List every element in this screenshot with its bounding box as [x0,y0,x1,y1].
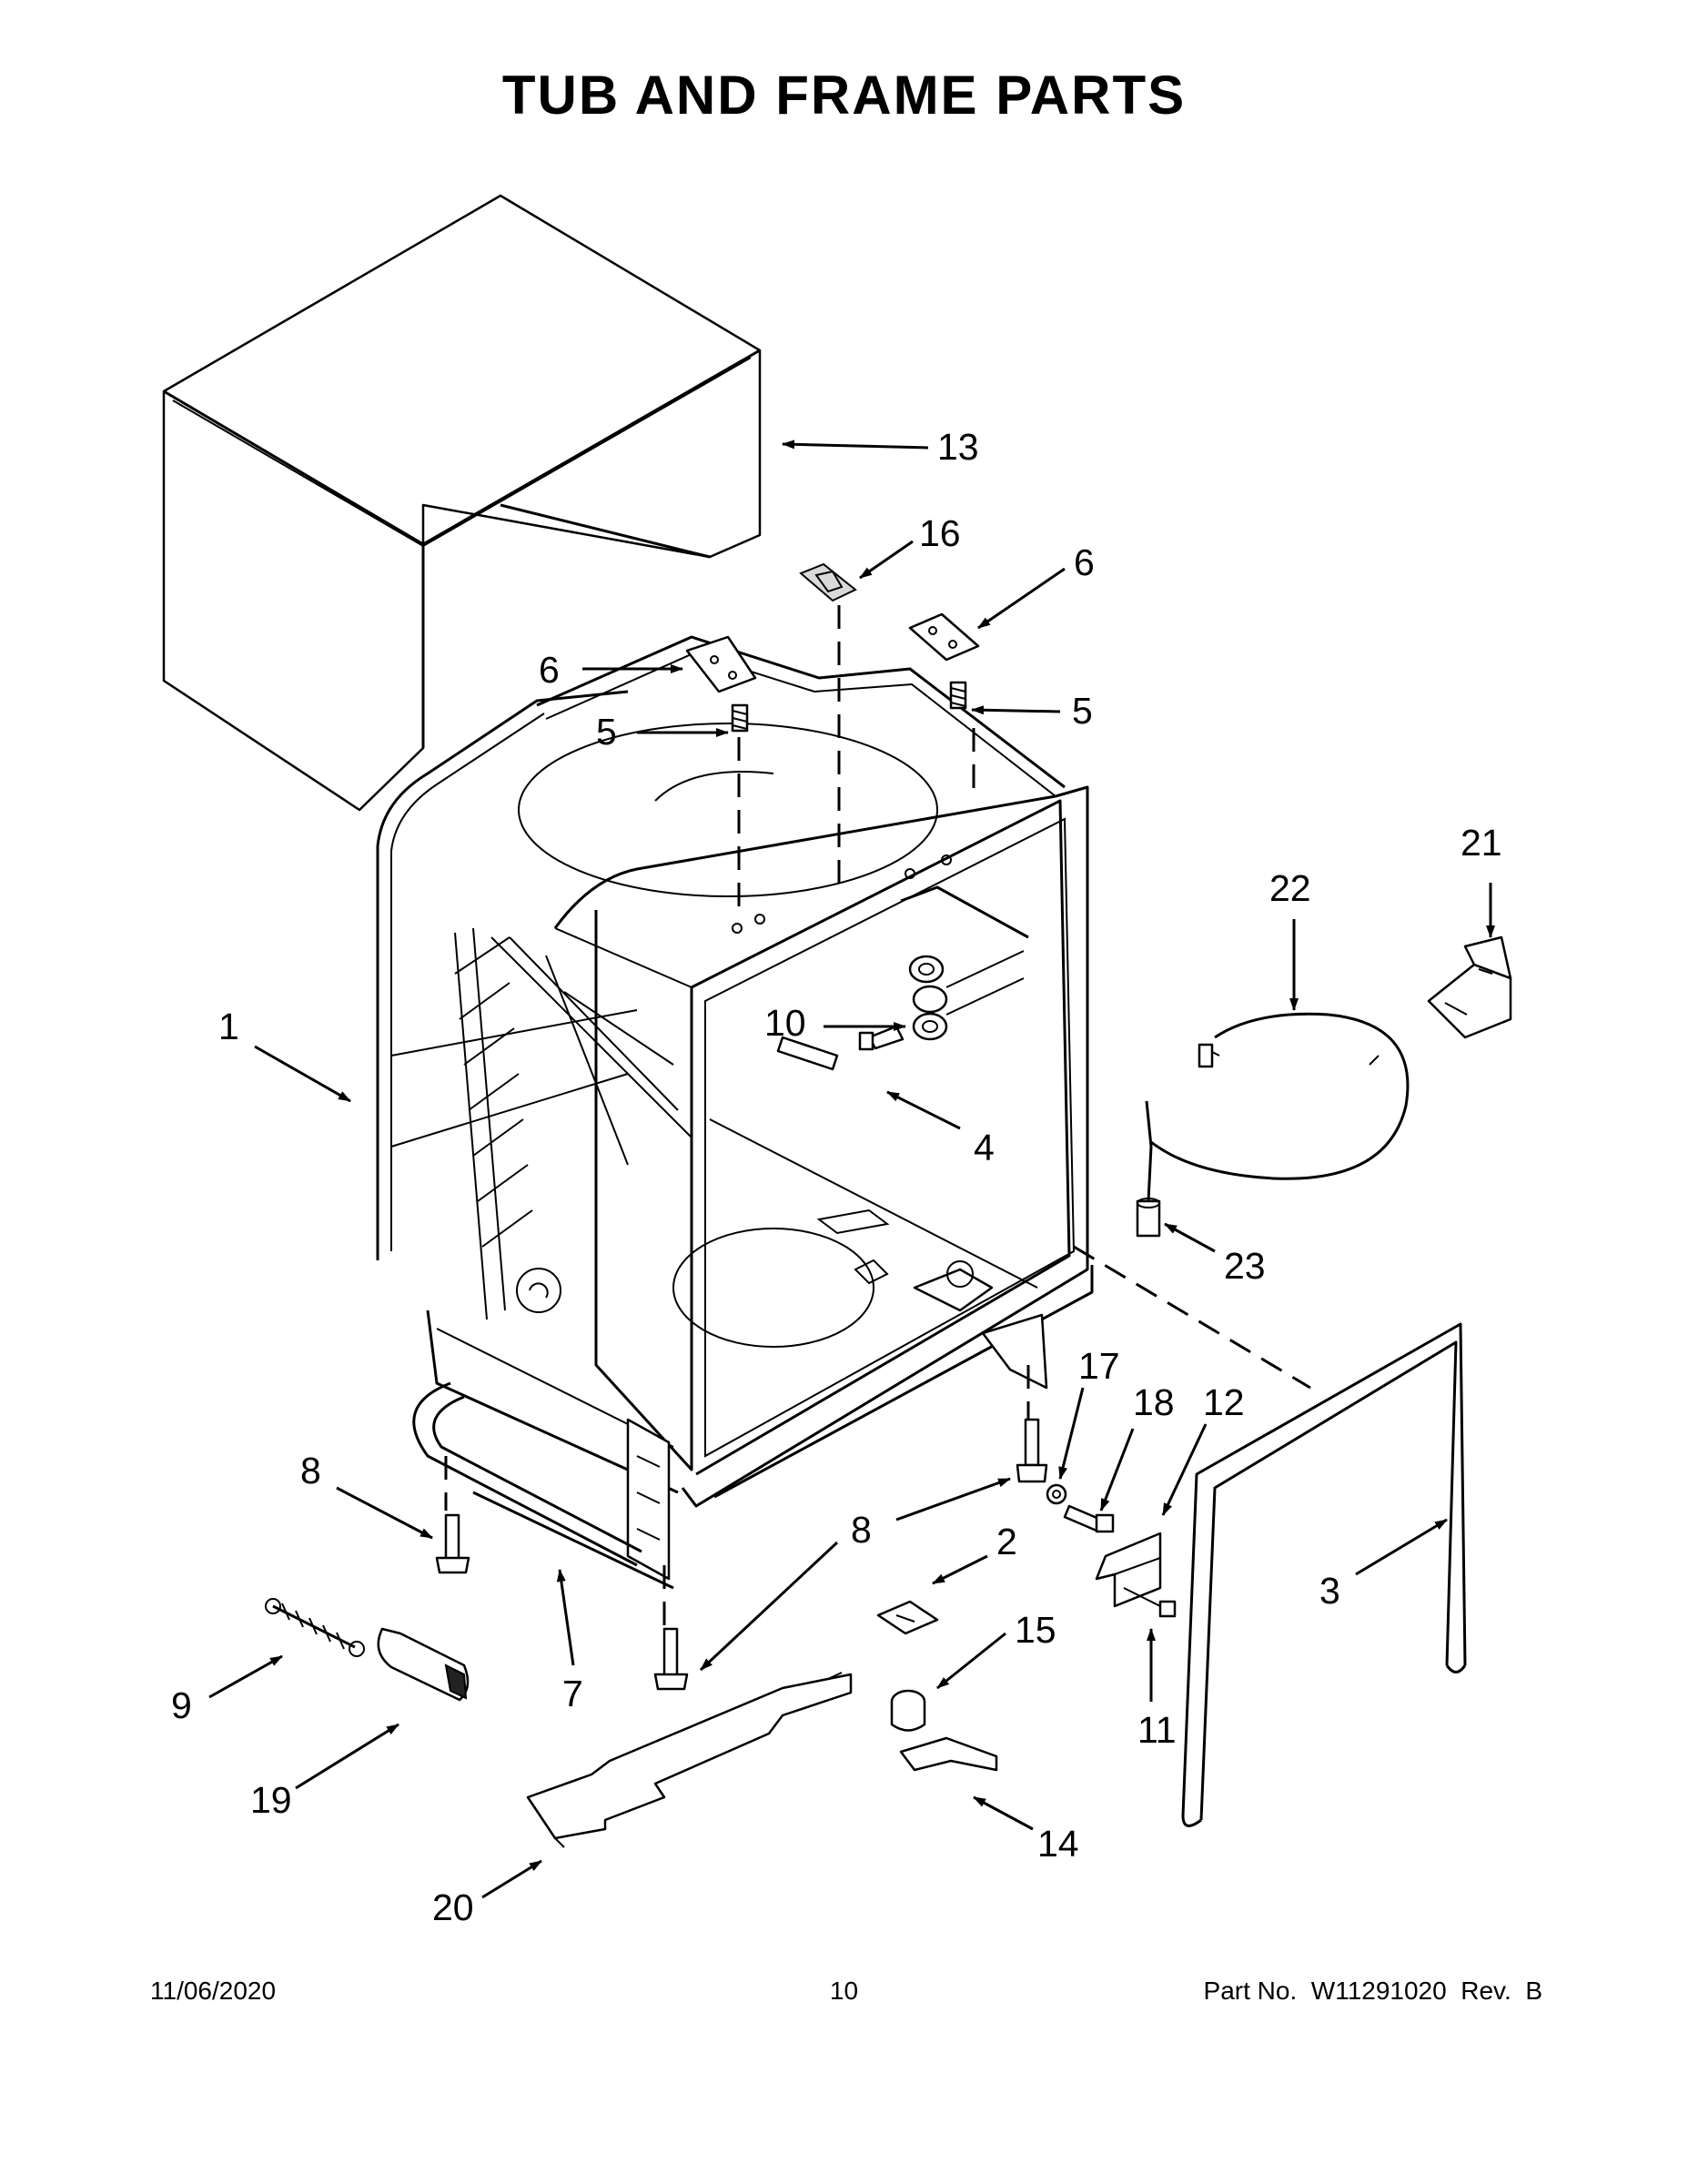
callout-5-left: 5 [596,711,617,753]
callout-21: 21 [1461,822,1502,864]
part-3-gasket [1181,1322,1467,1827]
footer-part-number: Part No. W11291020 Rev. B [1203,1977,1542,2005]
callout-1: 1 [218,1006,239,1047]
callout-19: 19 [250,1779,292,1821]
part-19-pad [377,1627,470,1702]
callout-labels: 13 16 6 6 5 5 21 22 1 10 4 23 17 18 12 8… [171,426,1502,1928]
part-7-rail [472,1491,674,1590]
part-6-left-bracket [685,635,757,693]
callout-2: 2 [996,1521,1017,1562]
part-10-springs [908,950,1025,1041]
callout-6-left: 6 [539,649,560,691]
part-22-harness [1145,1012,1410,1180]
callout-20: 20 [432,1886,474,1928]
callout-4: 4 [974,1127,995,1168]
part-15-sensor [890,1689,926,1732]
callout-6-right: 6 [1074,541,1095,583]
part-2-clip [876,1600,939,1635]
footer-page-number: 10 [829,1977,859,2005]
callout-7: 7 [562,1673,583,1714]
part-13-insulation-blanket [162,194,762,812]
part-14-bracket [899,1736,998,1772]
part-8-leveling-legs [435,1418,1048,1691]
callout-3: 3 [1319,1570,1340,1612]
part-20-base-plate [526,1672,853,1848]
callout-5-right: 5 [1072,690,1093,732]
part-23-fitting [1136,1146,1161,1238]
part-12-bracket [1095,1532,1162,1608]
part-16-clip [799,562,857,602]
part-4-screw [858,1025,905,1051]
part-5-screws [731,681,967,733]
callout-10: 10 [764,1002,806,1044]
callout-15: 15 [1015,1609,1056,1651]
leader-arrows [208,440,1495,1899]
part-6-right-bracket [908,612,980,662]
callout-17: 17 [1078,1345,1120,1387]
page-title: TUB AND FRAME PARTS [501,65,1187,126]
callout-8-center: 8 [851,1509,872,1551]
callout-18: 18 [1133,1381,1175,1423]
callout-16: 16 [919,512,961,554]
part-18-bolt [1063,1504,1115,1533]
part-11-screw [1123,1587,1177,1618]
explosion-lines [444,605,1311,1629]
callout-11: 11 [1137,1709,1177,1751]
callout-12: 12 [1203,1381,1245,1423]
callout-9: 9 [171,1684,192,1726]
callout-22: 22 [1269,867,1311,909]
footer-date: 11/06/2020 [150,1977,277,2005]
part-1-tub [376,635,1094,1581]
callout-23: 23 [1224,1245,1266,1287]
callout-13: 13 [937,426,979,468]
callout-14: 14 [1037,1823,1079,1865]
callout-8-left: 8 [300,1450,321,1491]
part-17-nut [1046,1483,1067,1505]
part-9-spring [265,1598,365,1657]
part-21-bracket [1427,935,1512,1039]
